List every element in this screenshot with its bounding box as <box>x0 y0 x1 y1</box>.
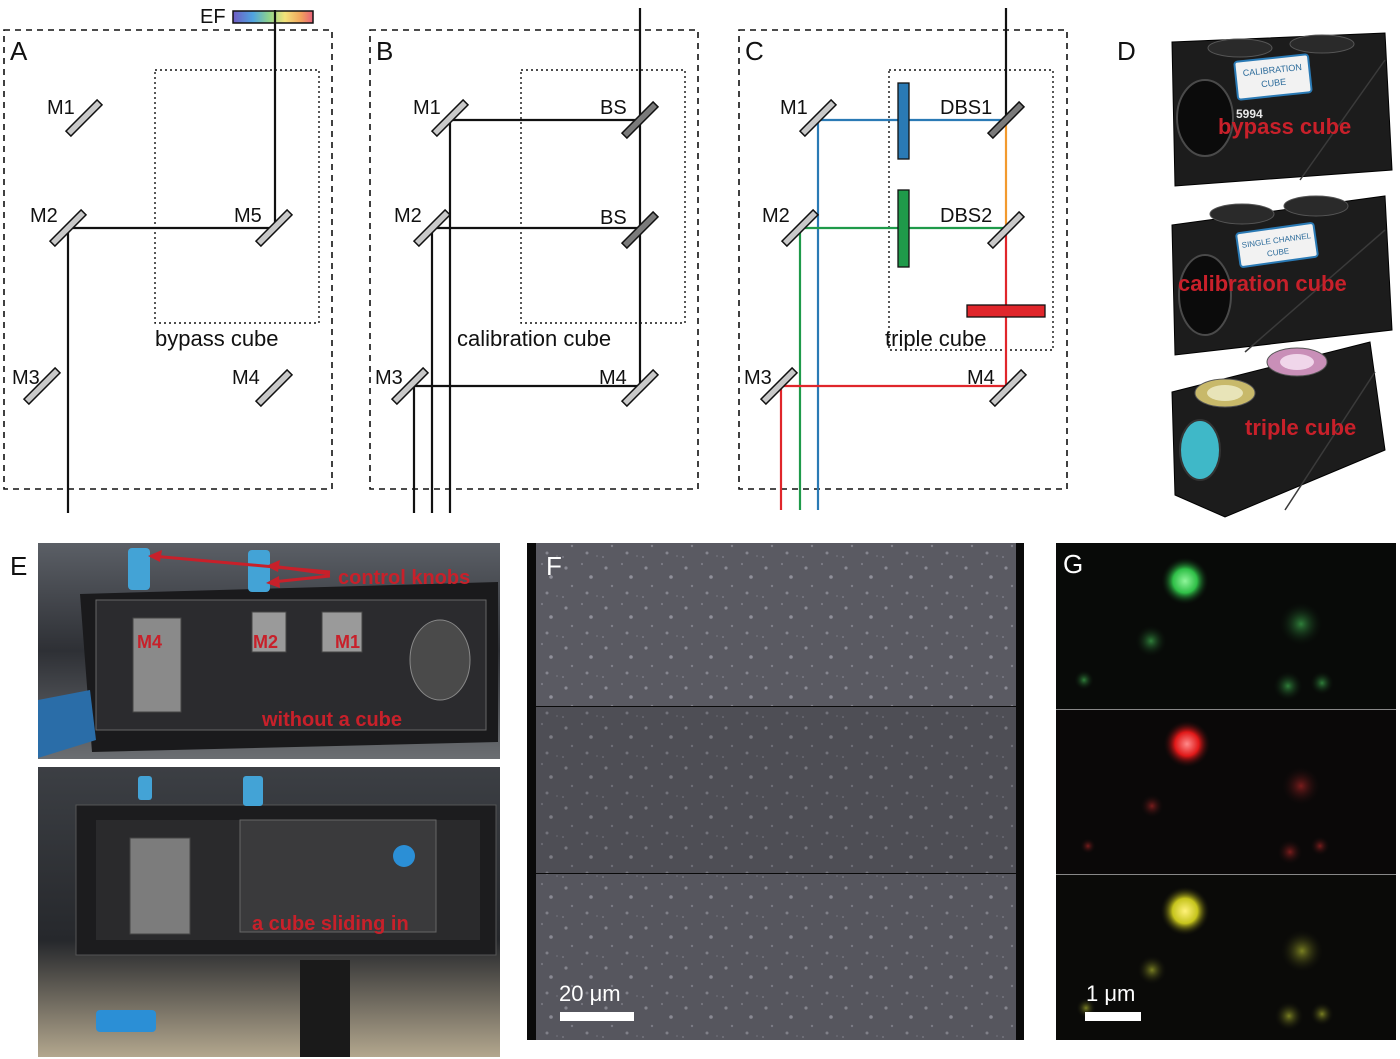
cube-photo-triple: triple cube <box>1171 341 1386 518</box>
emission-filter <box>232 10 314 24</box>
cube-photo-calibration: SINGLE CHANNEL CUBE calibration cube <box>1171 195 1393 356</box>
panel-f: F 20 μm <box>527 543 1024 1040</box>
label-without-cube: without a cube <box>261 709 402 731</box>
spot-red-bright <box>1163 720 1211 768</box>
beam-path-a <box>66 10 277 513</box>
label-photo-m4: M4 <box>137 632 162 652</box>
label-dbs1: DBS1 <box>940 97 992 119</box>
blue-filter <box>897 82 910 160</box>
label-m2-b: M2 <box>394 205 422 227</box>
green-filter <box>897 189 910 268</box>
scale-bar-g <box>1085 1012 1141 1021</box>
cube-photo-bypass: CALIBRATION CUBE 5994 bypass cube <box>1171 32 1393 187</box>
panel-letter-e: E <box>10 551 27 581</box>
label-m1-b: M1 <box>413 97 441 119</box>
panel-letter-g: G <box>1063 549 1083 579</box>
spot-green-bright <box>1161 557 1209 605</box>
cube-label-triple: triple cube <box>1245 415 1356 440</box>
label-control-knobs: control knobs <box>338 567 470 589</box>
panel-b: B M1 M2 M3 M4 BS BS calibration cube <box>369 8 699 513</box>
label-m2-c: M2 <box>762 205 790 227</box>
label-m4-a: M4 <box>232 367 260 389</box>
cube-label-a: bypass cube <box>155 326 279 351</box>
panel-letter-a: A <box>10 36 28 66</box>
calibration-cube-outline <box>520 69 686 324</box>
red-filter <box>966 304 1046 318</box>
label-photo-m1: M1 <box>335 632 360 652</box>
label-bs-2: BS <box>600 207 627 229</box>
beam-path-b-1 <box>448 118 640 513</box>
panel-g: G 1 μm <box>1056 543 1396 1040</box>
arrow-knob-2 <box>271 564 331 576</box>
photo-cube-sliding: a cube sliding in <box>38 767 500 1057</box>
cube-label-b: calibration cube <box>457 326 611 351</box>
label-m1-c: M1 <box>780 97 808 119</box>
panel-a-frame <box>3 29 333 490</box>
panel-letter-c: C <box>745 36 764 66</box>
cube-label-calibration: calibration cube <box>1178 271 1347 296</box>
scale-label-f: 20 μm <box>559 981 621 1006</box>
label-m5-a: M5 <box>234 205 262 227</box>
filter-label-ef: EF <box>200 6 226 28</box>
sem-tile-1 <box>536 543 1016 706</box>
sem-tile-2 <box>536 707 1016 873</box>
sticker-single-line2: CUBE <box>1266 246 1289 258</box>
panel-letter-d: D <box>1117 36 1136 66</box>
fluor-green-channel <box>1056 543 1396 709</box>
mirror-m4-a <box>255 369 293 407</box>
label-m2-a: M2 <box>30 205 58 227</box>
panel-letter-f: F <box>546 551 562 581</box>
panel-e: E control knobs M4 M2 M1 without a cube <box>10 543 500 1057</box>
label-bs-1: BS <box>600 97 627 119</box>
photo-without-cube: control knobs M4 M2 M1 without a cube <box>38 543 500 759</box>
scale-bar-f <box>560 1012 634 1021</box>
cube-serial: 5994 <box>1236 107 1263 121</box>
panel-c: C M1 M2 M3 M4 DBS1 DBS2 triple cube <box>738 8 1068 510</box>
label-m3-a: M3 <box>12 367 40 389</box>
beam-path-b-main <box>412 8 642 513</box>
cube-label-c: triple cube <box>885 326 987 351</box>
spot-yellow-bright <box>1160 886 1210 936</box>
bypass-cube-outline <box>154 69 320 324</box>
label-m1-a: M1 <box>47 97 75 119</box>
mirror-m4-c <box>989 369 1027 407</box>
panel-d: D CALIBRATION CUBE 5994 bypass cube SING… <box>1117 32 1393 518</box>
sticker-calibration-line2: CUBE <box>1261 77 1287 90</box>
panel-letter-b: B <box>376 36 393 66</box>
label-photo-m2: M2 <box>253 632 278 652</box>
panel-b-frame <box>369 29 699 490</box>
label-m4-b: M4 <box>599 367 627 389</box>
label-dbs2: DBS2 <box>940 205 992 227</box>
label-m3-c: M3 <box>744 367 772 389</box>
label-m4-c: M4 <box>967 367 995 389</box>
scale-label-g: 1 μm <box>1086 981 1135 1006</box>
arrow-knob-3 <box>271 574 331 584</box>
panel-a: A EF M1 M2 M3 M4 M5 bypass cube <box>3 6 333 513</box>
label-m3-b: M3 <box>375 367 403 389</box>
cube-label-bypass: bypass cube <box>1218 114 1351 139</box>
panel-c-frame <box>738 29 1068 490</box>
triple-cube-outline <box>888 69 1054 351</box>
fluor-red-channel <box>1056 710 1396 874</box>
label-cube-sliding: a cube sliding in <box>252 913 409 935</box>
